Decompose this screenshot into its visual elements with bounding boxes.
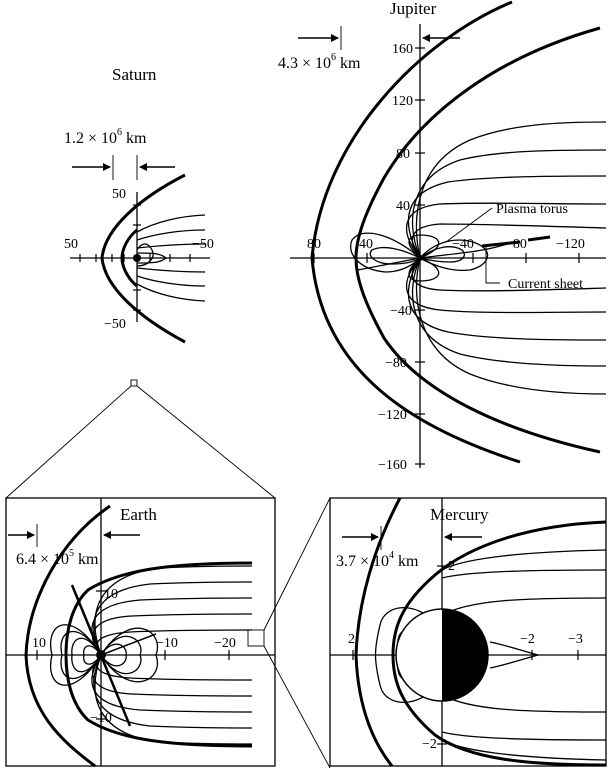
saturn-scale-inset-marker [130,379,138,387]
mercury-scale-number: 3.7 × 10 [336,553,389,570]
jupiter-bow-shock [310,0,521,464]
saturn-scale-arrows [72,155,175,180]
mercury-y-tick: −2 [422,737,437,752]
mercury-x-tick: 2 [348,632,355,647]
jupiter-y-tick: 40 [396,199,410,214]
jupiter-scale-number: 4.3 × 10 [278,55,331,72]
saturn-planet [133,254,141,262]
current-sheet-label: Current sheet [508,277,583,292]
jupiter-y-tick-labels: 160 120 80 40 −40 −80 −120 −160 [378,42,413,473]
earth-title: Earth [120,505,157,524]
saturn-magnetopause [120,228,138,288]
saturn-bow-shock [100,173,186,344]
jupiter-x-tick: −120 [556,237,585,252]
jupiter-x-tick-labels: 80 40 −40 −80 −120 [307,237,585,252]
jupiter-magnetopause [354,26,601,454]
earth-planet [96,650,106,660]
svg-text:3.7 × 104 km: 3.7 × 104 km [336,550,419,570]
saturn-title: Saturn [112,65,157,84]
saturn-panel: Saturn 1.2 × 106 km 50 −50 50 [64,65,214,344]
jupiter-x-tick: −80 [505,237,527,252]
mercury-night-side [442,609,488,701]
saturn-y-tick-top: 50 [112,187,126,202]
mercury-scale-label: 3.7 × 104 km [336,550,419,570]
jupiter-planet [417,255,423,261]
zoom-connectors [5,379,331,768]
mercury-magnetopause [391,520,607,767]
earth-bow-shock [24,504,111,768]
saturn-y-tick-bottom: −50 [104,317,126,332]
earth-frame [5,497,276,767]
mercury-frame [329,497,607,767]
plasma-torus-label: Plasma torus [496,202,568,217]
saturn-field-lines [136,214,206,302]
earth-scale-unit: km [74,551,99,568]
mercury-bow-shock [354,497,402,767]
saturn-scale-unit: km [122,130,147,147]
earth-scale-arrows [8,524,140,547]
saturn-x-tick-left: 50 [64,237,78,252]
saturn-scale-exponent: 6 [117,127,122,138]
jupiter-y-tick: −120 [378,408,407,423]
mercury-panel: Mercury 3.7 × 104 km 2 −2 −3 2 −2 [329,497,607,767]
mercury-title: Mercury [430,505,489,524]
jupiter-y-tick: −40 [390,304,412,319]
earth-scale-inset-marker [247,629,265,647]
earth-scale-exponent: 5 [69,548,74,559]
jupiter-axes [290,24,606,468]
saturn-scale-number: 1.2 × 10 [64,130,117,147]
jupiter-title: Jupiter [390,0,437,18]
mercury-scale-exponent: 4 [389,550,394,561]
jupiter-x-tick: −40 [452,237,474,252]
svg-text:4.3 × 106 km: 4.3 × 106 km [278,52,361,72]
mercury-scale-unit: km [394,553,419,570]
jupiter-field-lines [350,121,607,395]
earth-x-tick: −20 [214,636,236,651]
jupiter-panel: Jupiter 4.3 × 106 km [278,0,607,473]
earth-x-tick: 10 [32,636,46,651]
jupiter-scale-label: 4.3 × 106 km [278,52,361,72]
plasma-torus-leader [445,207,493,243]
svg-text:1.2 × 106 km: 1.2 × 106 km [64,127,147,147]
earth-x-tick: −10 [156,636,178,651]
earth-field-lines [50,565,253,745]
jupiter-x-tick: 40 [359,237,373,252]
jupiter-current-sheet [481,235,551,248]
earth-panel: Earth 6.4 × 105 km 10 −10 −20 10 −10 [5,497,276,768]
mercury-x-tick: −3 [568,632,583,647]
earth-y-tick: −10 [90,711,112,726]
mercury-x-tick: −2 [520,632,535,647]
mercury-field-lines [374,549,607,761]
jupiter-y-tick: −160 [378,458,407,473]
jupiter-y-tick: 120 [392,94,413,109]
current-sheet-leader [485,246,500,284]
jupiter-scale-exponent: 6 [331,52,336,63]
jupiter-scale-unit: km [336,55,361,72]
jupiter-y-tick: 160 [392,42,413,57]
jupiter-y-tick: 80 [396,147,410,162]
saturn-scale-label: 1.2 × 106 km [64,127,147,147]
mercury-scale-arrows [342,526,482,550]
